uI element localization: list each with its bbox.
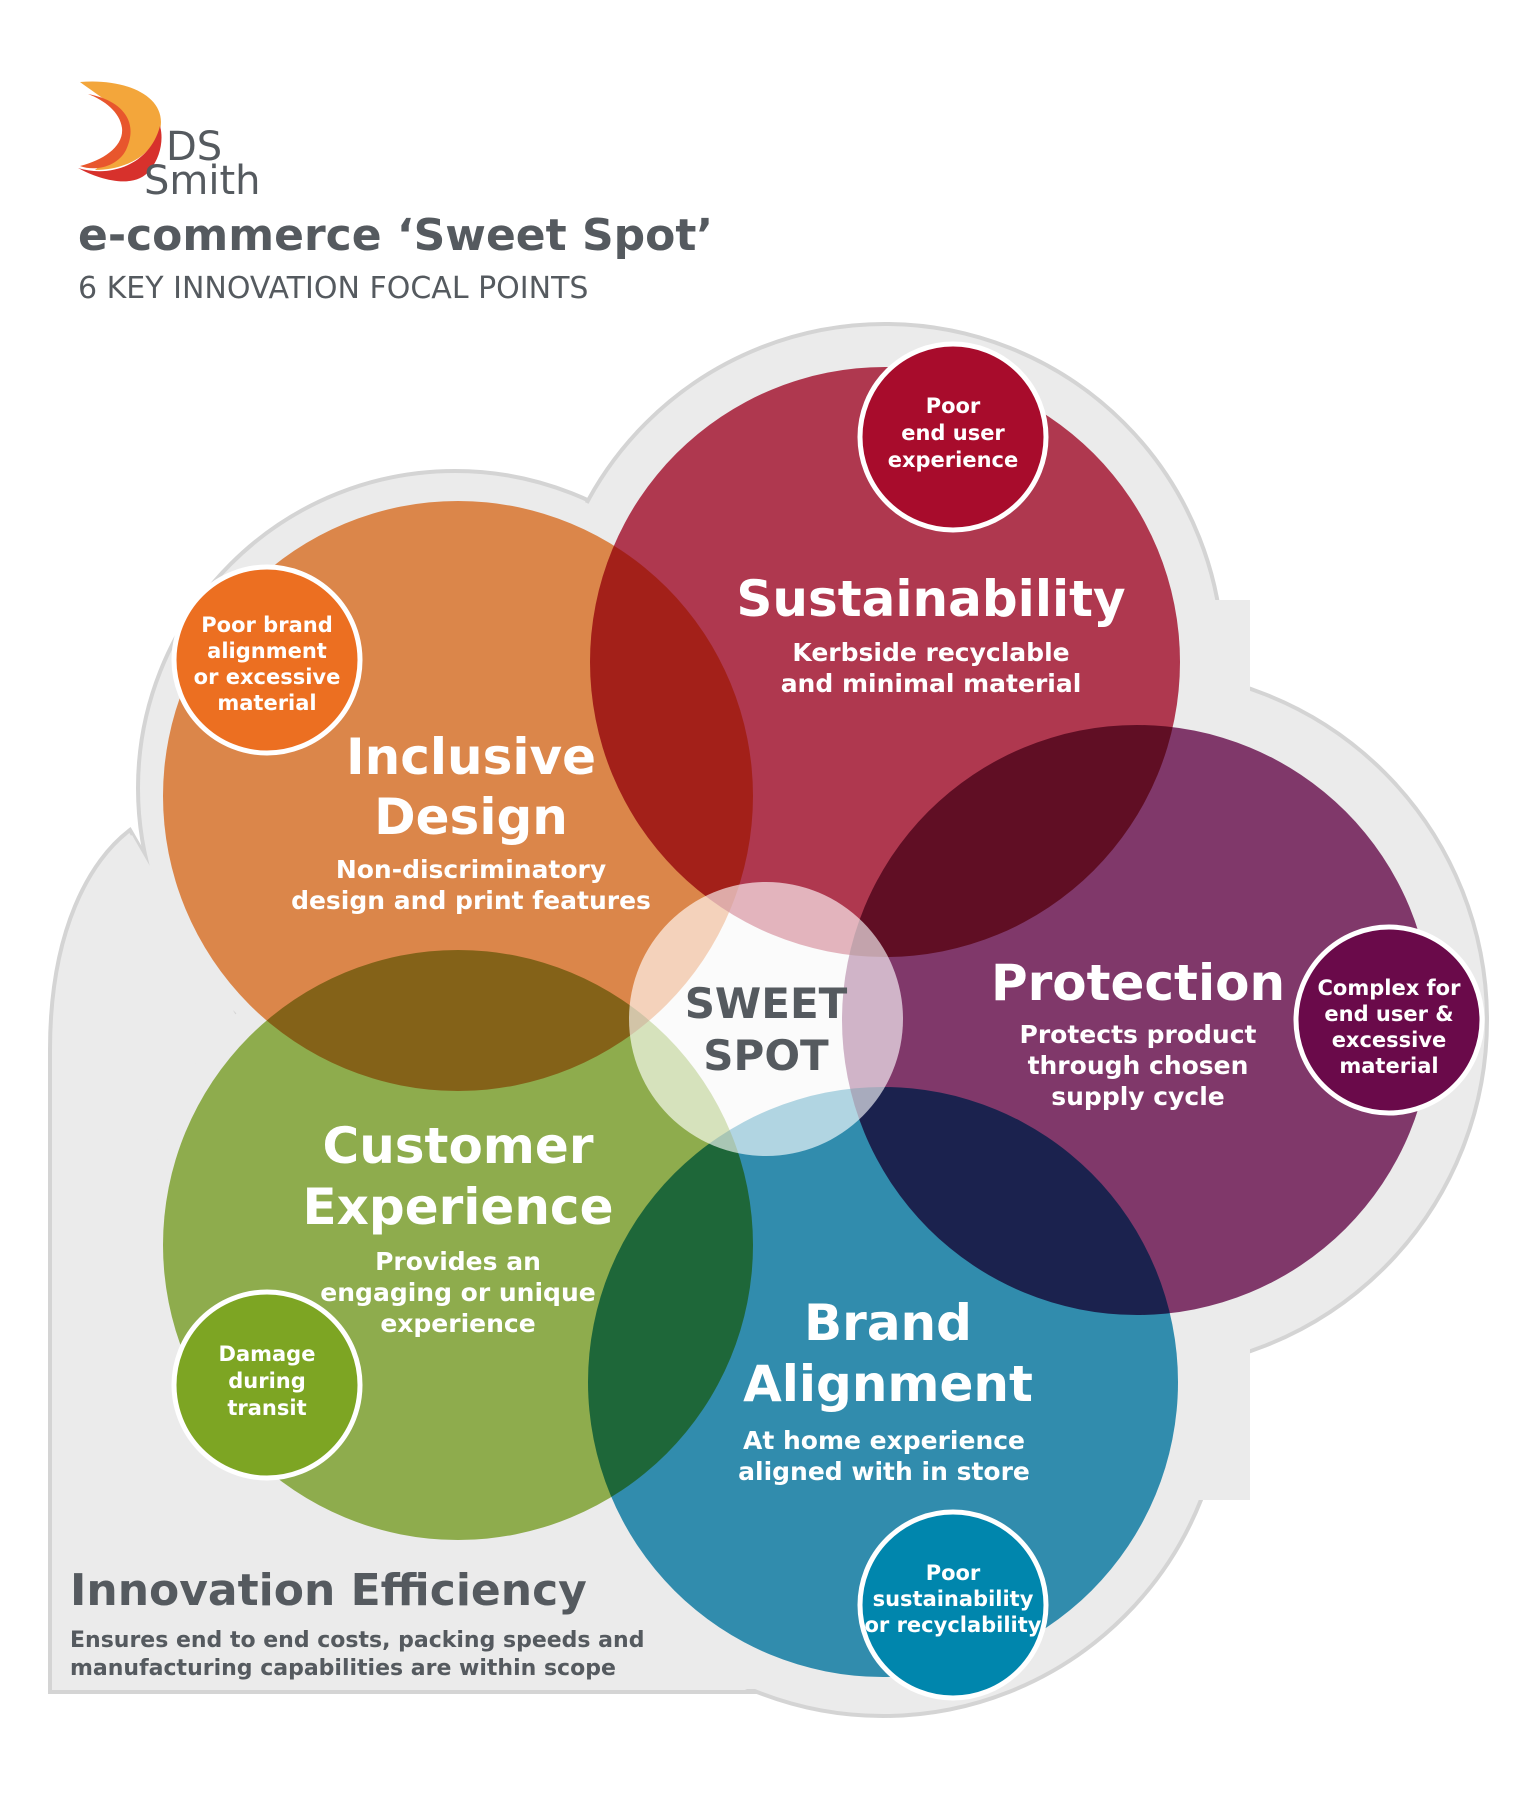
sustainability-desc-line2: and minimal material bbox=[781, 669, 1082, 698]
badge-sustainability: Poor end user experience bbox=[857, 341, 1049, 533]
badge-inclusive-line3: or excessive bbox=[194, 665, 341, 689]
badge-protection-line1: Complex for bbox=[1318, 976, 1462, 1000]
badge-inclusive-line4: material bbox=[217, 691, 316, 715]
logo-text-ds: DS bbox=[166, 124, 222, 170]
badge-customer-line2: during bbox=[228, 1369, 306, 1393]
brand-alignment-text: Brand Alignment At home experience align… bbox=[738, 1294, 1033, 1486]
page-subtitle: 6 KEY INNOVATION FOCAL POINTS bbox=[78, 271, 588, 306]
badge-circle bbox=[171, 1289, 363, 1481]
customer-experience-text: Customer Experience Provides an engaging… bbox=[303, 1117, 614, 1338]
badge-brand-line1: Poor bbox=[926, 1561, 981, 1585]
sweet-spot-overlay bbox=[629, 882, 903, 1156]
sweet-spot-label-line1: SWEET bbox=[685, 979, 848, 1028]
badge-circle bbox=[857, 1509, 1049, 1701]
badge-sustainability-line2: end user bbox=[901, 421, 1005, 445]
efficiency-desc-line2: manufacturing capabilities are within sc… bbox=[70, 1656, 616, 1681]
innovation-efficiency: Innovation Efficiency Ensures end to end… bbox=[70, 1565, 644, 1681]
badge-circle bbox=[171, 564, 363, 756]
sustainability-title: Sustainability bbox=[736, 570, 1125, 628]
badge-brand-line3: or recyclability bbox=[864, 1613, 1041, 1637]
badge-protection-line4: material bbox=[1339, 1054, 1438, 1078]
logo-swirl-bottom bbox=[78, 126, 162, 182]
badge-protection: Complex for end user & excessive materia… bbox=[1293, 924, 1485, 1116]
badge-customer-line1: Damage bbox=[219, 1342, 316, 1366]
badge-brand-line2: sustainability bbox=[873, 1587, 1034, 1611]
venn-circles bbox=[163, 367, 1432, 1677]
brand-title-line2: Alignment bbox=[743, 1355, 1033, 1413]
ds-smith-logo: DS Smith bbox=[78, 81, 261, 204]
sustainability-desc-line1: Kerbside recyclable bbox=[792, 638, 1069, 667]
badge-protection-line2: end user & bbox=[1324, 1002, 1453, 1026]
inclusive-desc-line1: Non-discriminatory bbox=[336, 855, 606, 884]
badge-customer-line3: transit bbox=[227, 1396, 306, 1420]
badge-inclusive-line1: Poor brand bbox=[201, 613, 332, 637]
customer-desc-line3: experience bbox=[380, 1309, 535, 1338]
logo-text-smith: Smith bbox=[144, 158, 261, 204]
protection-text: Protection Protects product through chos… bbox=[991, 954, 1285, 1111]
inclusive-design-text: Inclusive Design Non-discriminatory desi… bbox=[291, 728, 651, 915]
sustainability-text: Sustainability Kerbside recyclable and m… bbox=[736, 570, 1125, 698]
logo-swirl-mid bbox=[80, 94, 131, 169]
badge-customer: Damage during transit bbox=[171, 1289, 363, 1481]
brand-desc-line1: At home experience bbox=[743, 1426, 1025, 1455]
protection-desc-line1: Protects product bbox=[1020, 1020, 1257, 1049]
badge-inclusive: Poor brand alignment or excessive materi… bbox=[171, 564, 363, 756]
efficiency-title: Innovation Efficiency bbox=[70, 1565, 587, 1616]
inclusive-desc-line2: design and print features bbox=[291, 886, 651, 915]
badge-inclusive-line2: alignment bbox=[207, 639, 327, 663]
customer-desc-line2: engaging or unique bbox=[320, 1278, 595, 1307]
badge-brand-alignment: Poor sustainability or recyclability bbox=[857, 1509, 1049, 1701]
customer-title-line1: Customer bbox=[323, 1117, 594, 1175]
inclusive-title-line2: Design bbox=[374, 788, 568, 846]
protection-title: Protection bbox=[991, 954, 1285, 1012]
customer-desc-line1: Provides an bbox=[375, 1247, 541, 1276]
badge-protection-line3: excessive bbox=[1332, 1028, 1447, 1052]
badge-sustainability-line1: Poor bbox=[926, 394, 981, 418]
brand-desc-line2: aligned with in store bbox=[738, 1457, 1030, 1486]
protection-desc-line3: supply cycle bbox=[1051, 1082, 1225, 1111]
efficiency-desc-line1: Ensures end to end costs, packing speeds… bbox=[70, 1628, 644, 1653]
customer-title-line2: Experience bbox=[303, 1178, 614, 1236]
page-title: e-commerce ‘Sweet Spot’ bbox=[78, 210, 713, 261]
sweet-spot-label-line2: SPOT bbox=[703, 1031, 829, 1080]
badge-circle bbox=[1293, 924, 1485, 1116]
brand-title-line1: Brand bbox=[804, 1294, 972, 1352]
badge-sustainability-line3: experience bbox=[888, 448, 1019, 472]
protection-desc-line2: through chosen bbox=[1028, 1051, 1249, 1080]
logo-swirl-top bbox=[80, 81, 161, 170]
badge-circle bbox=[857, 341, 1049, 533]
inclusive-title-line1: Inclusive bbox=[346, 728, 596, 786]
